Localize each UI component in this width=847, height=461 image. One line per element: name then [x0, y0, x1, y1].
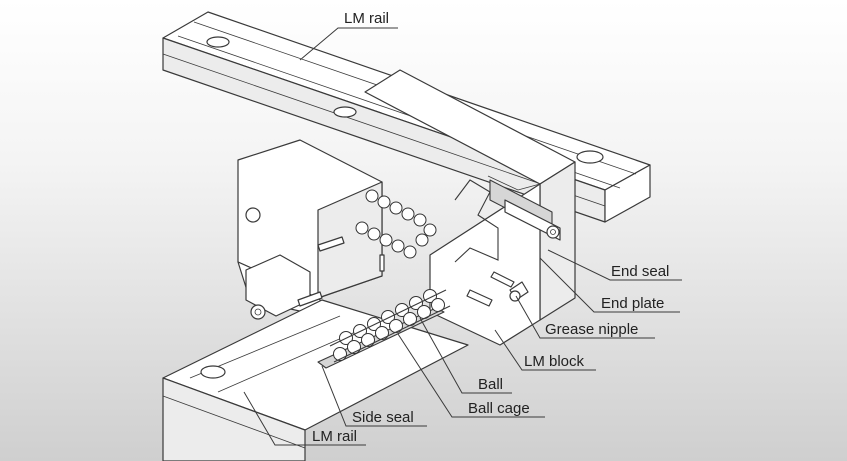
- label-ball: Ball: [478, 376, 503, 393]
- ball-cage: [329, 289, 451, 363]
- label-side-seal: Side seal: [352, 409, 414, 426]
- label-ball-cage: Ball cage: [468, 400, 530, 417]
- leader-lines: [243, 27, 682, 446]
- label-lm-rail-bottom: LM rail: [312, 428, 357, 445]
- label-lm-rail-top: LM rail: [344, 10, 389, 27]
- label-end-seal: End seal: [611, 263, 669, 280]
- label-lm-block: LM block: [524, 353, 585, 370]
- label-end-plate: End plate: [601, 295, 664, 312]
- lm-rail-top: [162, 11, 651, 223]
- label-grease-nipple: Grease nipple: [545, 321, 638, 338]
- balls-upper: [355, 189, 437, 259]
- block-end-left: [237, 139, 385, 329]
- lm-block: [364, 69, 576, 346]
- balls-lower: [333, 289, 445, 361]
